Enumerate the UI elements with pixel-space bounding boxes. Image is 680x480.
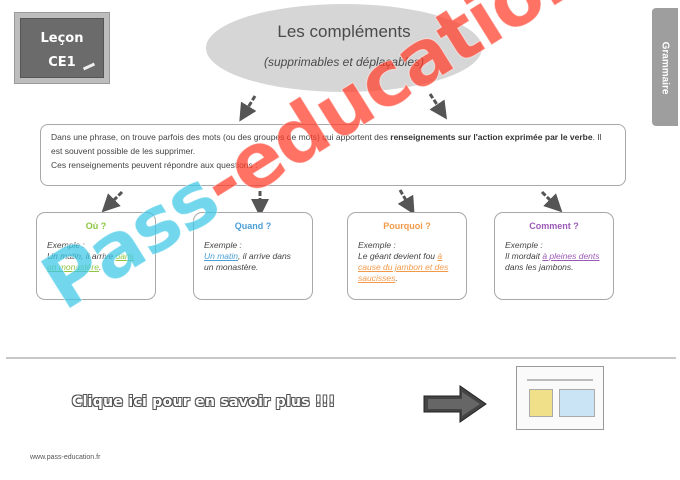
- questions-intro: Ces renseignements peuvent répondre aux …: [51, 160, 258, 170]
- arrow-title-right: [428, 93, 447, 120]
- card-pourquoi: Pourquoi ? Exemple : Le géant devient fo…: [347, 212, 467, 300]
- lesson-thumbnail[interactable]: [516, 366, 604, 430]
- card-ou-example: Un matin, il arrive dans un monastère.: [47, 251, 145, 273]
- board-surface: Leçon CE1: [20, 18, 104, 78]
- definition-box: Dans une phrase, on trouve parfois des m…: [40, 124, 626, 186]
- card-ou-before: Un matin, il arrive: [47, 251, 116, 261]
- card-ou-title: Où ?: [85, 221, 107, 231]
- card-ou-after: .: [98, 262, 102, 272]
- card-comment-example-label: Exemple :: [505, 240, 543, 250]
- more-info-link[interactable]: Clique ici pour en savoir plus !!!: [72, 394, 336, 410]
- card-pourquoi-example: Le géant devient fou à cause du jambon e…: [358, 251, 456, 284]
- card-comment-after: dans les jambons.: [505, 262, 574, 272]
- card-comment-title: Comment ?: [529, 221, 579, 231]
- card-quand-after: , il arrive dans un monastère.: [204, 251, 291, 272]
- card-comment: Comment ? Exemple : Il mordait à pleines…: [494, 212, 614, 300]
- arrow-to-comment: [540, 190, 563, 213]
- card-pourquoi-before: Le géant devient fou: [358, 251, 438, 261]
- thumbnail-image-left: [529, 389, 553, 417]
- title-ellipse: [206, 4, 482, 92]
- arrow-title-left: [239, 95, 257, 122]
- section-divider: [6, 357, 676, 359]
- arrow-to-ou: [101, 190, 124, 213]
- card-ou-example-label: Exemple :: [47, 240, 85, 250]
- lesson-board: Leçon CE1: [14, 12, 110, 84]
- board-line-level: CE1: [48, 55, 76, 70]
- card-quand-highlight: Un matin: [204, 251, 239, 261]
- card-pourquoi-title: Pourquoi ?: [383, 221, 431, 231]
- definition-text-bold: renseignements sur l'action exprimée par…: [390, 132, 593, 142]
- page-subtitle: (supprimables et déplaçables): [263, 55, 425, 69]
- definition-paragraph: Dans une phrase, on trouve parfois des m…: [51, 130, 615, 158]
- card-pourquoi-example-label: Exemple :: [358, 240, 396, 250]
- card-ou: Où ? Exemple : Un matin, il arrive dans …: [36, 212, 156, 300]
- right-arrow-icon[interactable]: [422, 384, 488, 424]
- card-ou-highlight: dans un monastère: [47, 251, 134, 272]
- card-pourquoi-highlight: à cause du jambon et des saucisses: [358, 251, 449, 283]
- arrow-to-pourquoi: [397, 189, 415, 215]
- card-quand-example-label: Exemple :: [204, 240, 242, 250]
- board-line-lecon: Leçon: [40, 31, 84, 46]
- page-title: Les compléments: [277, 22, 411, 41]
- definition-text-c: . Il est souvent possible de les supprim…: [51, 132, 602, 156]
- card-quand-title: Quand ?: [234, 221, 272, 231]
- card-quand-example: Un matin, il arrive dans un monastère.: [204, 251, 302, 273]
- card-quand: Quand ? Exemple : Un matin, il arrive da…: [193, 212, 313, 300]
- footer-url[interactable]: www.pass-education.fr: [30, 454, 101, 461]
- thumbnail-image-right: [559, 389, 595, 417]
- thumbnail-title-bar: [527, 379, 593, 381]
- card-comment-before: Il mordait: [505, 251, 543, 261]
- definition-text-a: Dans une phrase, on trouve parfois des m…: [51, 132, 391, 142]
- subject-tab: Grammaire: [652, 8, 678, 126]
- card-pourquoi-after: .: [395, 273, 398, 283]
- card-comment-example: Il mordait à pleines dents dans les jamb…: [505, 251, 603, 273]
- card-comment-highlight: à pleines dents: [542, 251, 600, 261]
